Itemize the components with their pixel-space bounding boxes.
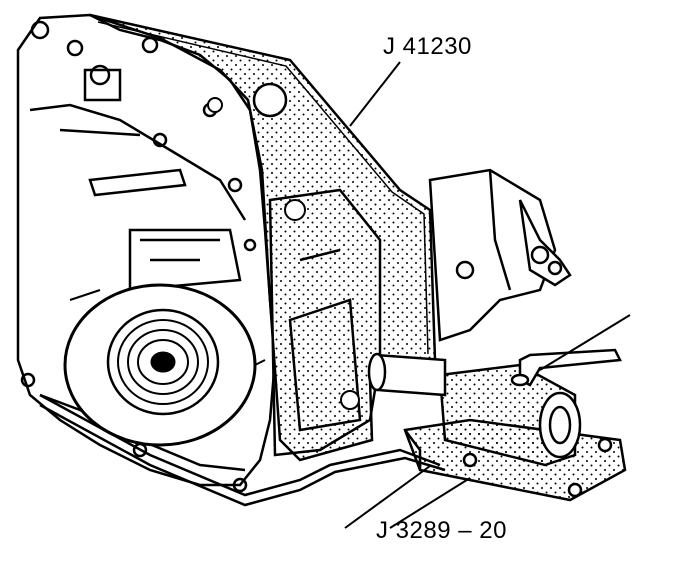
oil-pan: [39, 393, 446, 507]
label-holding-fixture-j3289-20: J 3289 – 20: [376, 517, 507, 544]
fixture-plate: [89, 13, 437, 462]
label-fixture-j41230: J 41230: [383, 33, 472, 60]
leader-line-holding-fixture-1: [344, 465, 431, 529]
holding-fixture: [367, 348, 627, 502]
torque-converter: [63, 283, 266, 447]
handle-line: [539, 314, 631, 371]
leader-line-fixture: [349, 61, 401, 127]
leader-line-holding-fixture-2: [389, 477, 471, 529]
